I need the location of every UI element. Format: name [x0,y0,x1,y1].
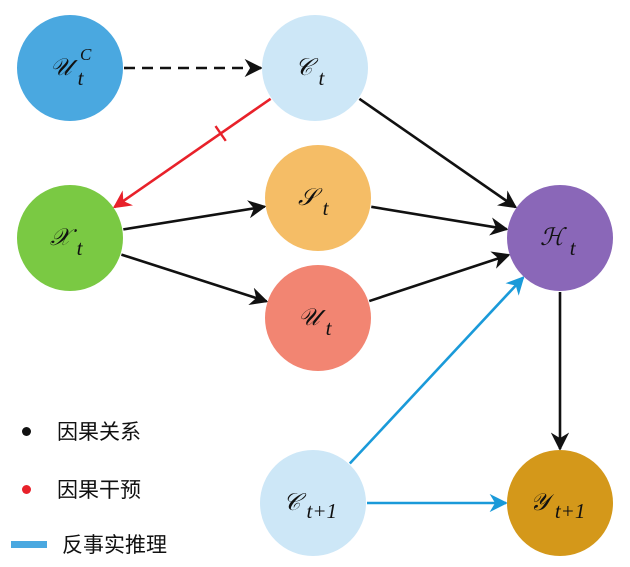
node-u-t-circle [265,265,371,371]
edge-S_t-to-H_t [371,205,509,236]
node-h-t-circle [507,185,613,291]
node-c-t-circle [262,15,368,121]
edge-X_t-to-U_t [120,253,269,306]
edges [112,58,570,513]
node-u-c-t-superscript: C [80,45,92,64]
node-y-t1-circle [507,450,613,556]
node-s-t-circle [265,145,371,251]
node-u-c-t-circle [17,15,123,121]
intervention-cut-mark-icon [214,125,227,142]
edge-U_t-to-H_t [368,251,511,303]
edge-C_t-to-X_t [112,97,272,209]
edge-C_t1-to-H_t [348,276,525,465]
edge-X_t-to-S_t [123,200,267,231]
node-c-t1-circle [260,450,366,556]
edge-C_t-to-H_t [358,97,518,209]
node-x-t-circle [17,185,123,291]
